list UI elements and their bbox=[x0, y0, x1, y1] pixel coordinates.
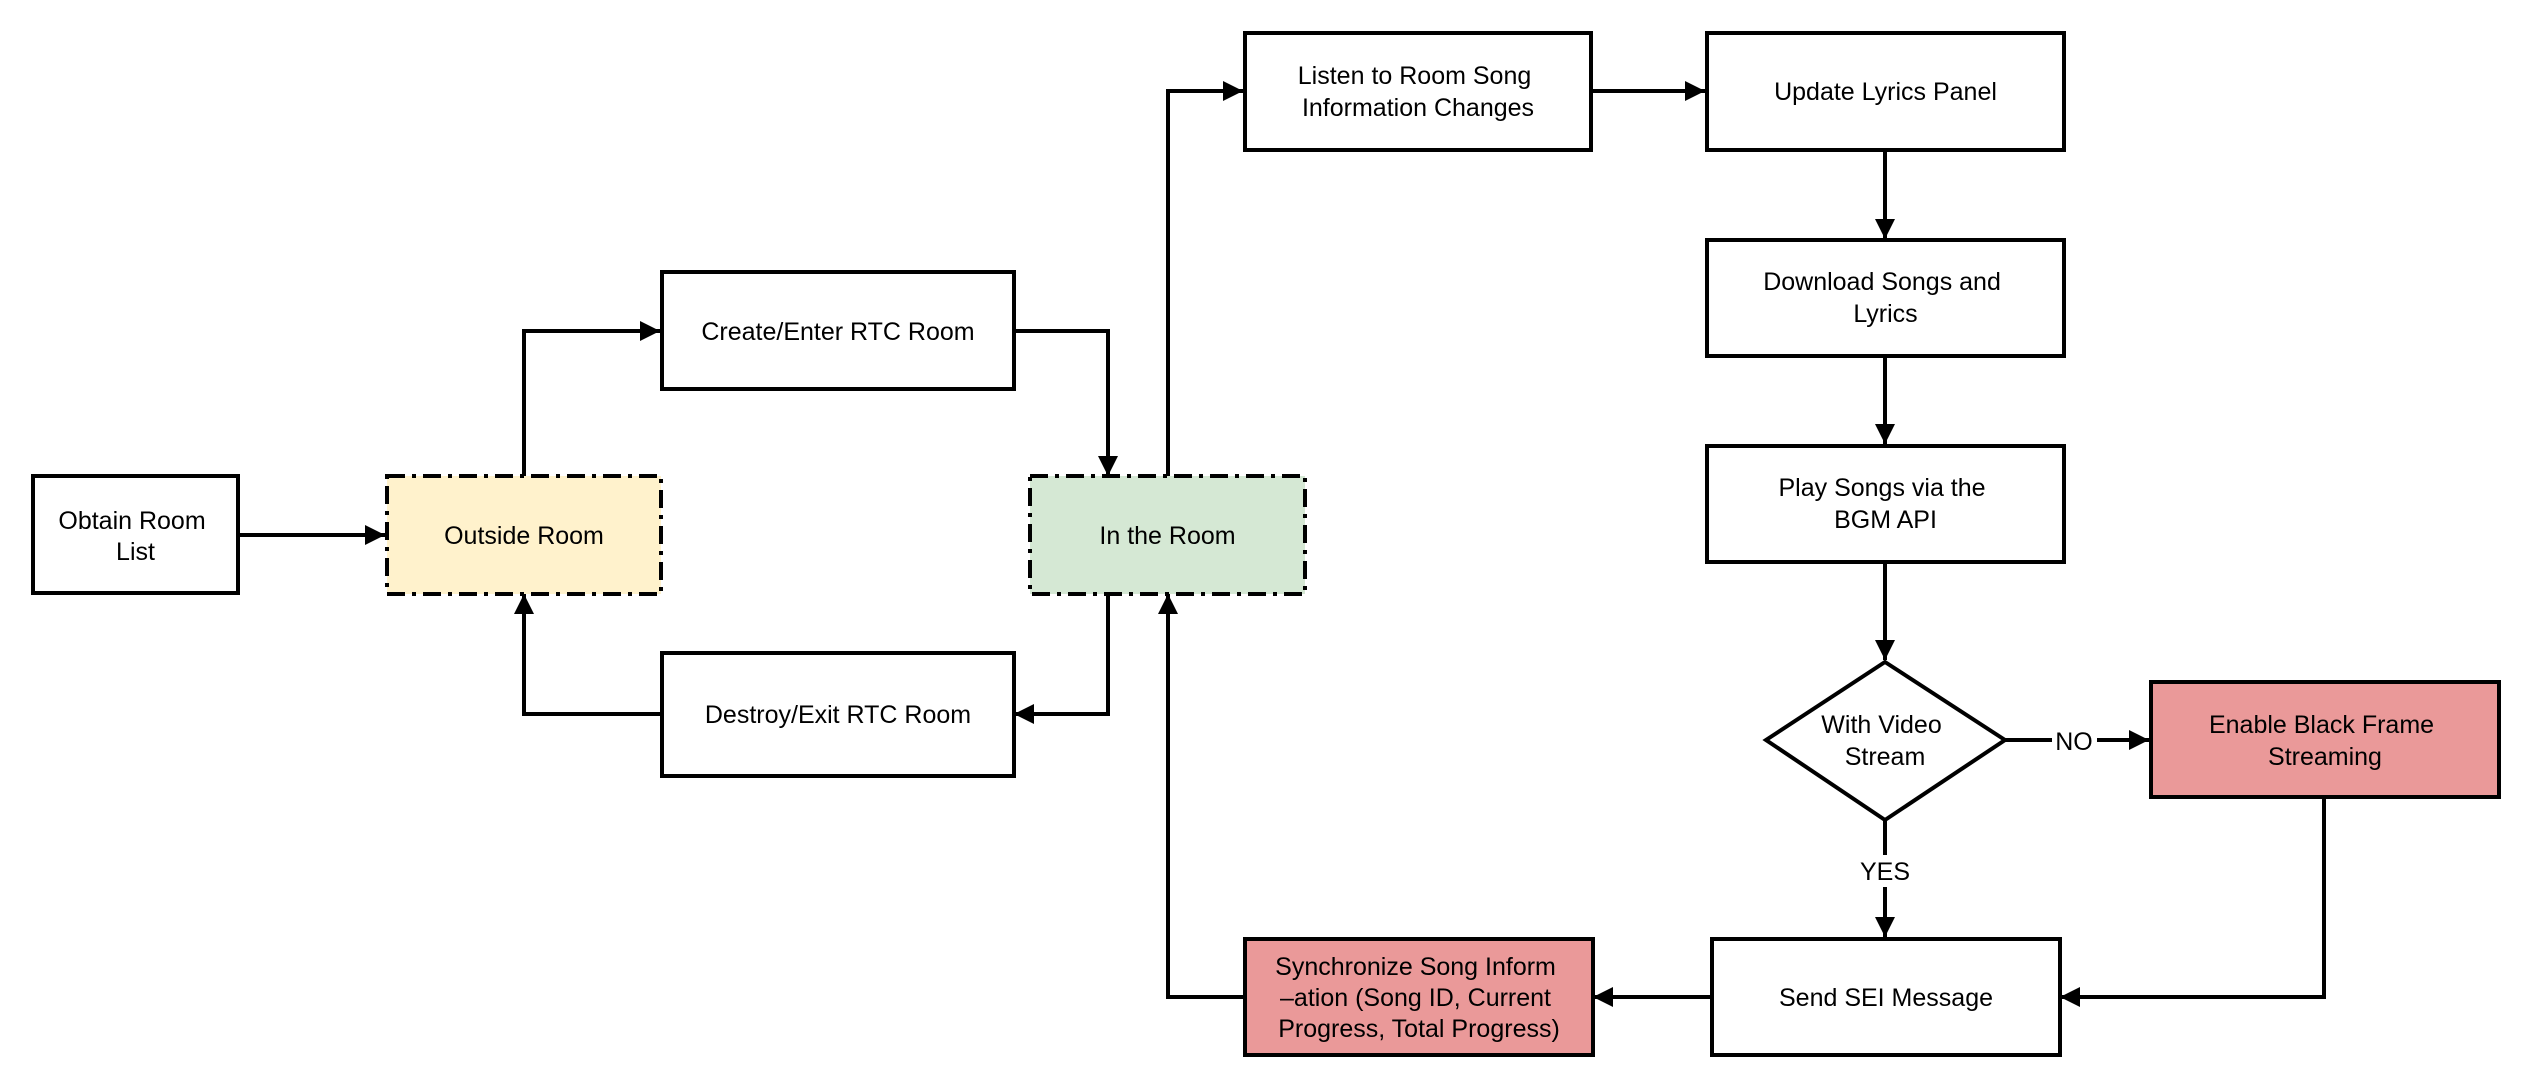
node-synchronize-song-info-label: Synchronize Song Inform –ation (Song ID,… bbox=[1275, 953, 1563, 1043]
edges bbox=[238, 81, 2326, 1007]
node-play-songs-bgm-api: Play Songs via the BGM API bbox=[1705, 444, 2066, 564]
in-the-room-state-box bbox=[1028, 474, 1307, 596]
node-in-the-room-label: In the Room bbox=[1099, 522, 1235, 550]
edge-outside-to-create bbox=[522, 321, 660, 476]
node-play-songs-bgm-api-label: Play Songs via the BGM API bbox=[1778, 474, 1992, 534]
edge-sync-to-inroom bbox=[1158, 594, 1243, 999]
node-create-enter-rtc-room: Create/Enter RTC Room bbox=[660, 270, 1016, 391]
node-download-songs-lyrics: Download Songs and Lyrics bbox=[1705, 238, 2066, 358]
node-in-the-room: In the Room bbox=[1028, 474, 1307, 596]
edge-label-no: NO bbox=[2055, 728, 2093, 756]
edge-inroom-to-destroy bbox=[1014, 594, 1110, 724]
node-listen-song-changes-label: Listen to Room Song Information Changes bbox=[1298, 62, 1538, 122]
node-download-songs-lyrics-label: Download Songs and Lyrics bbox=[1763, 268, 2008, 328]
synchronize-song-info-box bbox=[1243, 937, 1595, 1057]
edge-blackframe-to-sei bbox=[2060, 797, 2326, 1007]
node-listen-song-changes: Listen to Room Song Information Changes bbox=[1243, 31, 1593, 152]
node-synchronize-song-info: Synchronize Song Inform –ation (Song ID,… bbox=[1243, 937, 1595, 1057]
node-send-sei-message-label: Send SEI Message bbox=[1779, 984, 1993, 1012]
node-enable-black-frame: Enable Black Frame Streaming bbox=[2149, 680, 2501, 799]
edge-destroy-to-outside bbox=[514, 594, 660, 716]
enable-black-frame-box bbox=[2149, 680, 2501, 799]
node-outside-room-label: Outside Room bbox=[444, 522, 604, 550]
node-create-enter-rtc-room-label: Create/Enter RTC Room bbox=[701, 318, 974, 346]
node-obtain-room-list-label: Obtain Room List bbox=[58, 507, 212, 566]
node-update-lyrics-panel-label: Update Lyrics Panel bbox=[1774, 78, 1997, 106]
node-destroy-exit-rtc-room: Destroy/Exit RTC Room bbox=[660, 651, 1016, 778]
node-with-video-stream-decision: With Video Stream bbox=[1762, 659, 2009, 823]
node-enable-black-frame-label: Enable Black Frame Streaming bbox=[2209, 711, 2441, 771]
edge-inroom-to-listen bbox=[1166, 81, 1243, 476]
node-destroy-exit-rtc-room-label: Destroy/Exit RTC Room bbox=[705, 701, 971, 729]
edge-label-yes: YES bbox=[1860, 858, 1910, 886]
node-update-lyrics-panel: Update Lyrics Panel bbox=[1705, 31, 2066, 152]
outside-room-state-box bbox=[385, 474, 663, 596]
node-send-sei-message: Send SEI Message bbox=[1710, 937, 2062, 1057]
node-outside-room: Outside Room bbox=[385, 474, 663, 596]
node-with-video-stream-label: With Video Stream bbox=[1821, 711, 1948, 771]
node-obtain-room-list: Obtain Room List bbox=[31, 474, 240, 595]
edge-create-to-inroom bbox=[1014, 329, 1118, 476]
